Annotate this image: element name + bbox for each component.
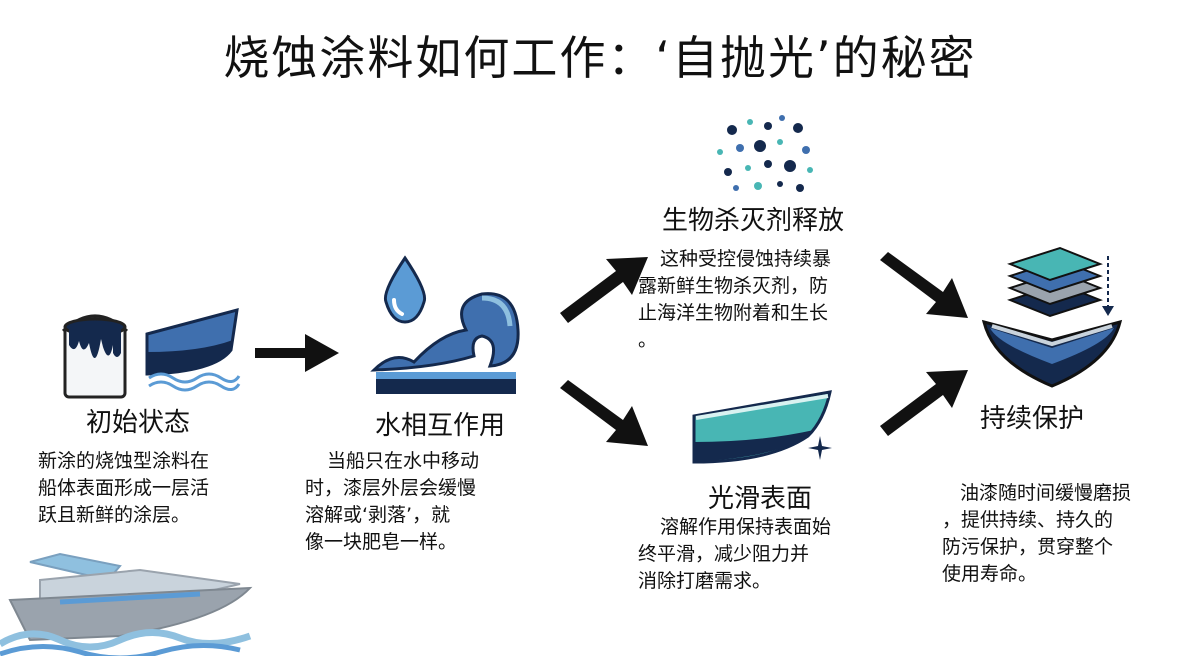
step-protection-description: 油漆随时间缓慢磨损 ，提供持续、持久的 防污保护，贯穿整个 使用寿命。 [942, 482, 1132, 585]
hull-coated-icon [145, 307, 241, 392]
smooth-hull-icon [692, 390, 832, 464]
step-interaction-title: 水相互作用 [375, 411, 506, 441]
step-biocide-title: 生物杀灭剂释放 [662, 206, 845, 236]
step-initial-title: 初始状态 [86, 408, 191, 438]
arrow-down-right-icon [560, 380, 648, 446]
paint-can-icon [61, 314, 129, 399]
step-initial-description: 新涂的烧蚀型涂料在 船体表面形成一层活 跃且新鲜的涂层。 [38, 450, 210, 526]
sparkle-icon [808, 436, 832, 460]
water-drop-icon [383, 255, 427, 324]
page-title: 烧蚀涂料如何工作：‘自抛光’的秘密 [223, 31, 977, 85]
arrow-down-right-icon [880, 252, 968, 318]
wave-icon [370, 292, 520, 394]
step-biocide-description: 这种受控侵蚀持续暴 露新鲜生物杀灭剂，防 止海洋生物附着和生长 。 [638, 248, 832, 351]
biocide-particles-icon [717, 115, 813, 192]
step-smooth-title: 光滑表面 [708, 484, 813, 514]
arrow-up-right-icon [880, 370, 968, 436]
step-protection-title: 持续保护 [980, 404, 1085, 434]
step-interaction-description: 当船只在水中移动 时，漆层外层会缓慢 溶解或‘剥落’，就 像一块肥皂一样。 [305, 450, 480, 553]
arrow-right-icon [255, 334, 339, 372]
layered-hull-icon [981, 319, 1123, 388]
step-smooth-description: 溶解作用保持表面始 终平滑，减少阻力并 消除打磨需求。 [638, 516, 832, 592]
paint-layers-icon [1007, 246, 1114, 318]
arrow-up-right-icon [560, 257, 648, 323]
yacht-icon [0, 552, 253, 656]
